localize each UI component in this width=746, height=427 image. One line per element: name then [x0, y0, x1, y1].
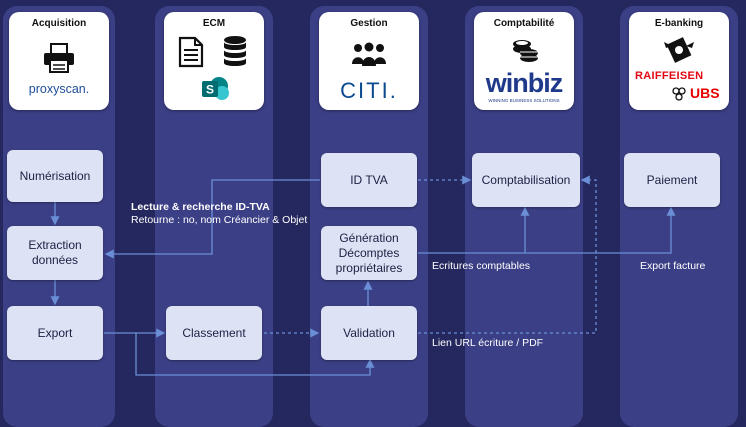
node-validation[interactable]: Validation	[321, 306, 417, 360]
arrow-validation-comptabilisation	[418, 175, 597, 334]
gestion-title: Gestion	[350, 18, 388, 29]
winbiz-logo-text: winbiz	[485, 68, 563, 98]
node-id-tva-label: ID TVA	[350, 172, 388, 187]
printer-icon	[44, 43, 74, 73]
node-generation-line3: propriétaires	[335, 260, 403, 275]
document-icon	[178, 36, 204, 68]
node-generation-line1: Génération	[339, 230, 399, 245]
ecm-card: ECM S	[164, 12, 264, 110]
arrow-idtva-extraction	[104, 179, 320, 259]
arrow-generation-comptabilisation	[418, 206, 530, 254]
winbiz-logo: winbiz	[474, 68, 574, 99]
annotation-retourne: Retourne : no, nom Créancier & Objet	[131, 214, 308, 226]
node-id-tva[interactable]: ID TVA	[321, 153, 417, 207]
node-validation-label: Validation	[343, 325, 395, 340]
acquisition-title: Acquisition	[31, 18, 87, 29]
raiffeisen-logo: RAIFFEISEN	[635, 70, 704, 82]
annotation-lien-url: Lien URL écriture / PDF	[432, 337, 544, 349]
node-numerisation-label: Numérisation	[19, 168, 91, 183]
node-extraction-line1: Extraction	[28, 238, 82, 252]
citi-logo: CITI.	[340, 78, 398, 103]
node-export-label: Export	[37, 325, 73, 340]
ecm-title: ECM	[202, 18, 226, 29]
node-generation-line2: Décomptes	[338, 245, 400, 260]
comptabilite-title: Comptabilité	[493, 18, 555, 29]
node-comptabilisation-label: Comptabilisation	[481, 172, 571, 187]
winbiz-tagline: WINNING BUSINESS SOLUTIONS	[488, 98, 560, 103]
node-paiement-label: Paiement	[646, 172, 698, 187]
database-icon	[224, 36, 246, 66]
node-extraction[interactable]: Extraction données	[7, 226, 103, 280]
node-extraction-line2: données	[31, 253, 79, 267]
ubs-keys-icon	[672, 87, 686, 101]
sharepoint-icon: S	[202, 77, 229, 100]
people-icon	[352, 42, 386, 66]
acquisition-card: Acquisition proxyscan.	[9, 12, 109, 110]
ebanking-title: E-banking	[654, 18, 704, 29]
money-wings-icon	[664, 37, 694, 63]
ubs-logo: UBS	[690, 85, 720, 101]
node-export[interactable]: Export	[7, 306, 103, 360]
arrow-export-validation	[135, 333, 375, 376]
ebanking-card: E-banking RAIFFEISEN UBS	[629, 12, 729, 110]
node-paiement[interactable]: Paiement	[624, 153, 720, 207]
annotation-ecritures: Ecritures comptables	[432, 260, 531, 272]
node-generation[interactable]: Génération Décomptes propriétaires	[321, 226, 417, 280]
annotation-export-facture: Export facture	[640, 260, 706, 272]
gestion-card: Gestion CITI.	[319, 12, 419, 110]
node-numerisation[interactable]: Numérisation	[7, 150, 103, 202]
arrow-generation-paiement	[525, 206, 676, 254]
node-classement[interactable]: Classement	[166, 306, 262, 360]
node-comptabilisation[interactable]: Comptabilisation	[472, 153, 580, 207]
comptabilite-card: Comptabilité winbiz WINNING BUSINESS SOL…	[474, 12, 574, 110]
proxyscan-logo: proxyscan.	[28, 82, 90, 96]
annotation-lecture: Lecture & recherche ID-TVA	[131, 201, 270, 213]
node-classement-label: Classement	[182, 325, 246, 340]
svg-text:S: S	[206, 83, 214, 97]
coins-icon	[513, 40, 538, 62]
